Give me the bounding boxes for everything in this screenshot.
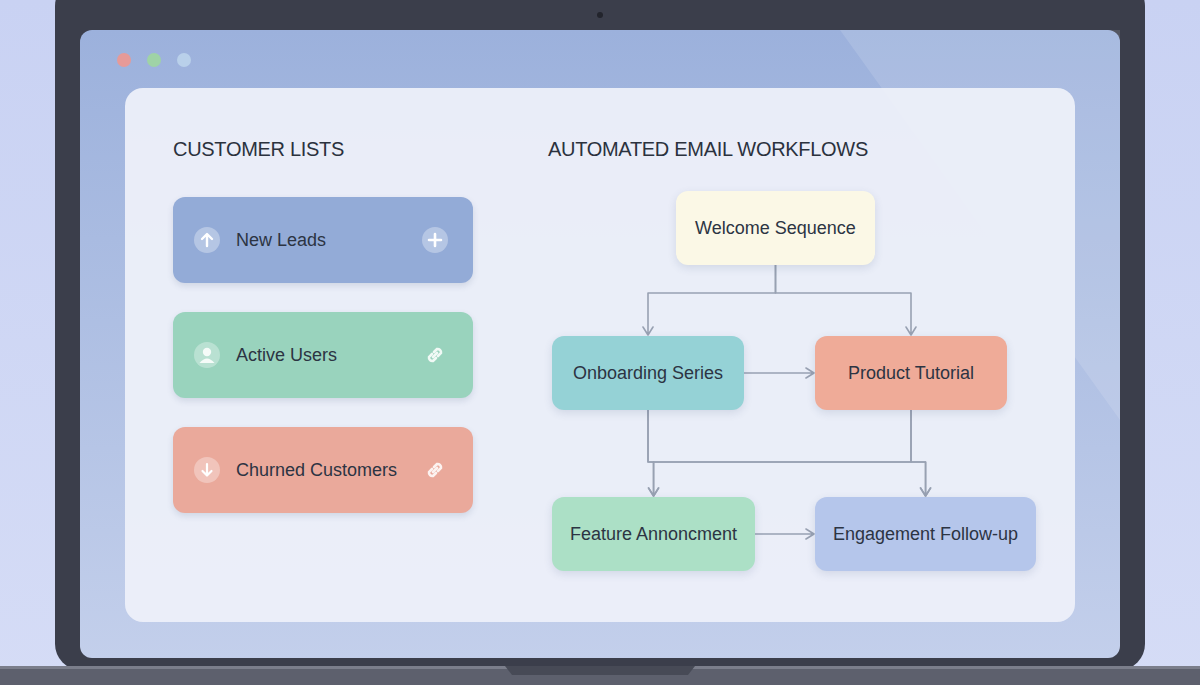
connector-line xyxy=(649,410,911,496)
flow-connector xyxy=(744,368,814,378)
node-text: Feature Annoncment xyxy=(570,524,737,545)
process-box: Feature Annoncment xyxy=(552,497,755,571)
laptop-base xyxy=(0,666,1200,685)
list-icon xyxy=(192,225,222,255)
list-icon xyxy=(192,340,222,370)
node-text: Churned Customers xyxy=(236,460,397,481)
section-heading: CUSTOMER LISTS xyxy=(173,138,344,161)
node-text: Active Users xyxy=(236,345,337,366)
section-heading: AUTOMATED EMAIL WORKFLOWS xyxy=(548,138,868,161)
flow-connector xyxy=(648,410,931,496)
connector-line xyxy=(643,265,776,335)
node-text: Engagement Follow-up xyxy=(833,524,1018,545)
window-dot xyxy=(177,53,191,67)
camera xyxy=(597,12,603,18)
list-item: Active Users xyxy=(173,312,473,398)
window-dot xyxy=(147,53,161,67)
laptop-lid xyxy=(55,0,1145,670)
flow-connector xyxy=(643,265,776,335)
action-icon xyxy=(420,225,450,255)
list-icon xyxy=(192,455,222,485)
node-text: Onboarding Series xyxy=(573,363,723,384)
laptop-notch xyxy=(505,666,695,675)
screen xyxy=(80,30,1120,658)
connector-line xyxy=(648,410,931,496)
connector-line xyxy=(755,529,814,539)
process-box: Onboarding Series xyxy=(552,336,744,410)
flow-connector xyxy=(911,410,931,496)
action-icon xyxy=(420,455,450,485)
node-text: Product Tutorial xyxy=(848,363,974,384)
connector-line xyxy=(911,410,931,496)
window-dot xyxy=(117,53,131,67)
connector-line xyxy=(744,368,814,378)
action-icon xyxy=(420,340,450,370)
process-box: Engagement Follow-up xyxy=(815,497,1036,571)
process-box: Welcome Sequence xyxy=(676,191,875,265)
connector-line xyxy=(776,265,917,335)
node-text: New Leads xyxy=(236,230,326,251)
node-text: Welcome Sequence xyxy=(695,218,856,239)
list-item: New Leads xyxy=(173,197,473,283)
list-item: Churned Customers xyxy=(173,427,473,513)
app-panel xyxy=(125,88,1075,622)
flow-connector xyxy=(649,410,911,496)
flow-connector xyxy=(776,265,917,335)
process-box: Product Tutorial xyxy=(815,336,1007,410)
flow-connector xyxy=(755,529,814,539)
